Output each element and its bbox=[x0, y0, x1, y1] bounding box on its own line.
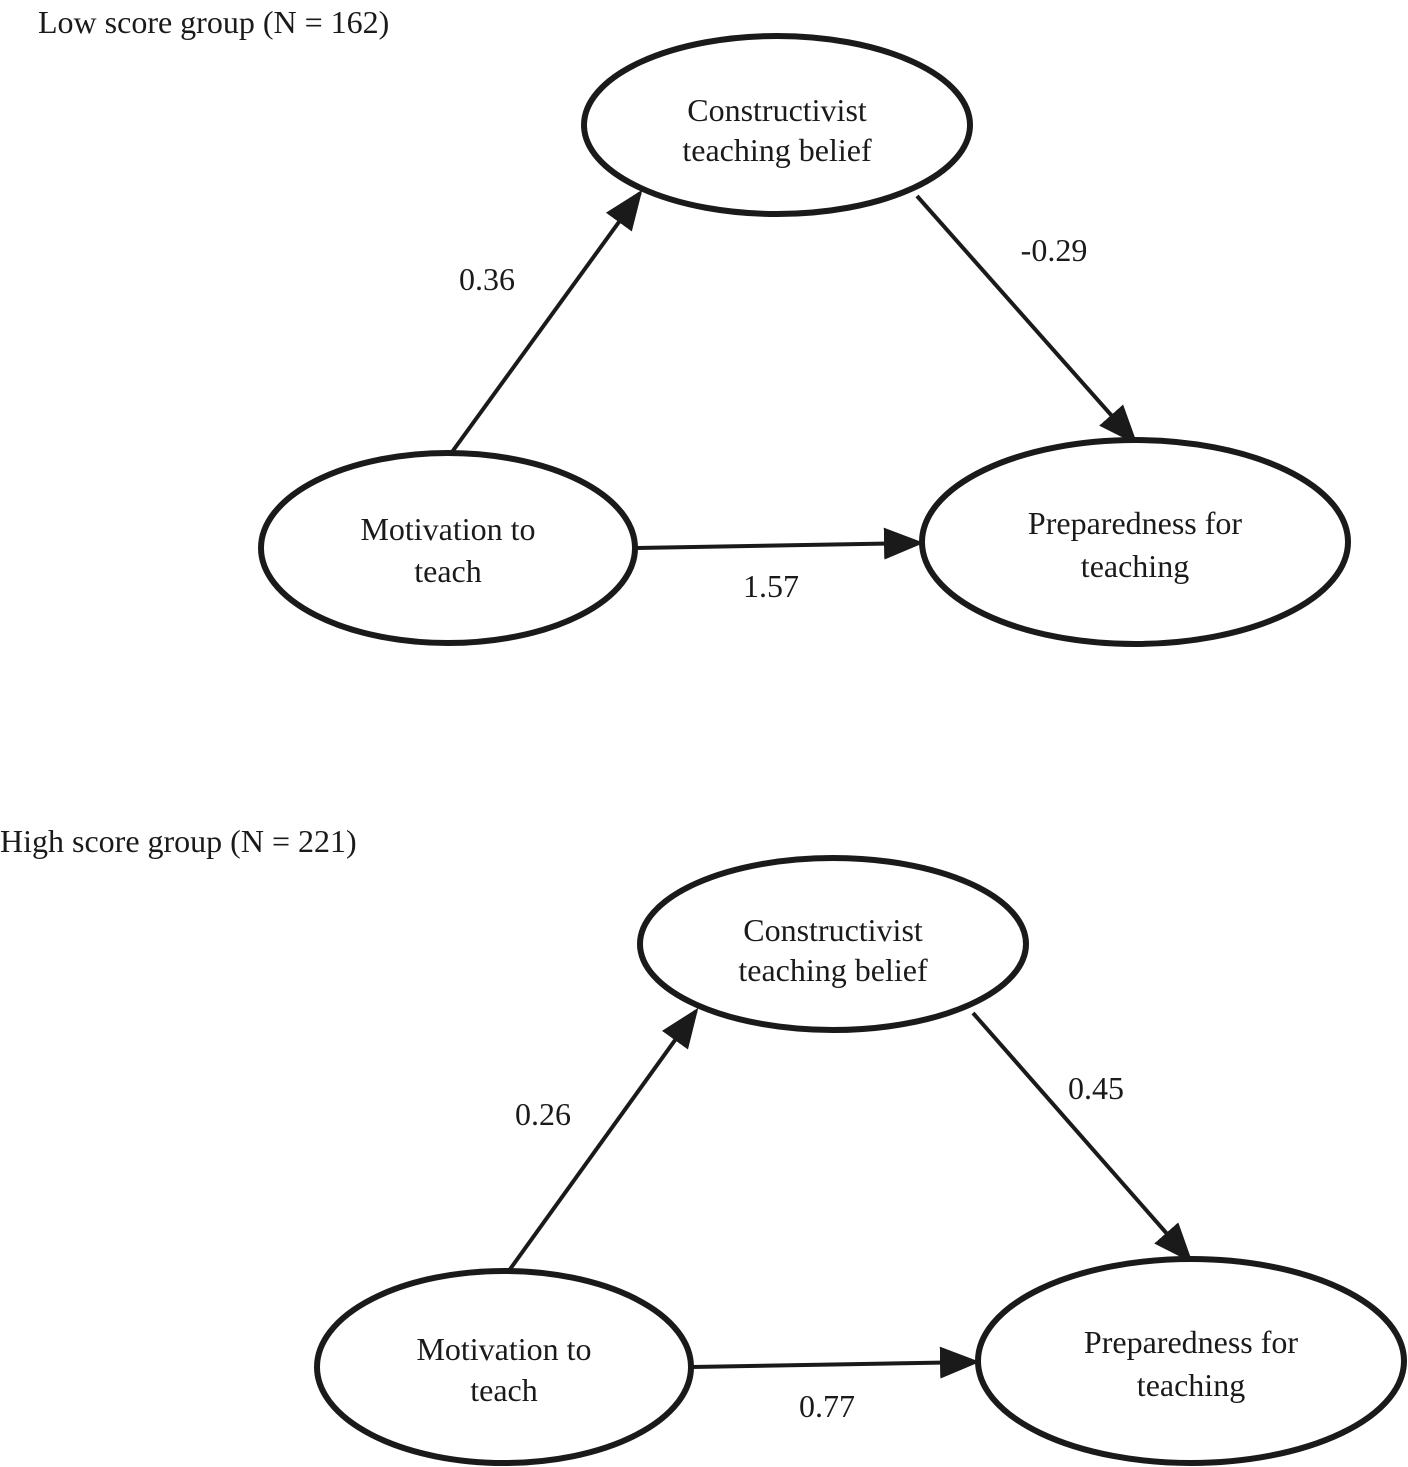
high-node-belief-line2: teaching belief bbox=[738, 952, 928, 988]
low-node-preparedness-line2: teaching bbox=[1081, 548, 1189, 584]
low-node-preparedness: Preparedness for teaching bbox=[919, 437, 1351, 647]
high-node-belief: Constructivist teaching belief bbox=[637, 855, 1029, 1033]
high-arrow-motivation-to-belief bbox=[506, 1007, 699, 1274]
high-node-motivation-line2: teach bbox=[470, 1372, 538, 1408]
high-coef-motivation-to-preparedness: 0.77 bbox=[799, 1388, 855, 1424]
low-coef-motivation-to-belief: 0.36 bbox=[459, 261, 515, 297]
high-node-motivation-line1: Motivation to bbox=[416, 1331, 591, 1367]
high-node-preparedness-line2: teaching bbox=[1137, 1367, 1245, 1403]
low-node-belief: Constructivist teaching belief bbox=[581, 33, 973, 217]
low-node-belief-line1: Constructivist bbox=[687, 92, 867, 128]
high-node-motivation: Motivation to teach bbox=[314, 1268, 694, 1466]
low-arrow-motivation-to-belief bbox=[450, 189, 643, 454]
high-arrow-belief-to-preparedness bbox=[971, 1011, 1193, 1264]
high-node-preparedness-line1: Preparedness for bbox=[1084, 1324, 1298, 1360]
low-node-preparedness-line1: Preparedness for bbox=[1028, 505, 1242, 541]
low-arrow-motivation-to-preparedness bbox=[636, 527, 924, 560]
low-group-diagram: Constructivist teaching belief Motivatio… bbox=[258, 33, 1351, 647]
high-node-belief-line1: Constructivist bbox=[743, 912, 923, 948]
high-node-preparedness: Preparedness for teaching bbox=[975, 1256, 1407, 1466]
low-arrow-belief-to-preparedness bbox=[915, 194, 1138, 445]
high-group-diagram: Constructivist teaching belief Motivatio… bbox=[314, 855, 1407, 1466]
low-node-motivation-line2: teach bbox=[414, 553, 482, 589]
high-coef-belief-to-preparedness: 0.45 bbox=[1068, 1070, 1124, 1106]
high-arrow-motivation-to-preparedness bbox=[691, 1346, 980, 1379]
low-node-motivation: Motivation to teach bbox=[258, 450, 638, 646]
low-node-belief-line2: teaching belief bbox=[682, 132, 872, 168]
low-coef-motivation-to-preparedness: 1.57 bbox=[743, 568, 799, 604]
low-node-motivation-line1: Motivation to bbox=[360, 511, 535, 547]
high-group-title: High score group (N = 221) bbox=[0, 823, 357, 859]
high-coef-motivation-to-belief: 0.26 bbox=[515, 1096, 571, 1132]
low-group-title: Low score group (N = 162) bbox=[38, 4, 390, 40]
low-coef-belief-to-preparedness: -0.29 bbox=[1021, 232, 1088, 268]
